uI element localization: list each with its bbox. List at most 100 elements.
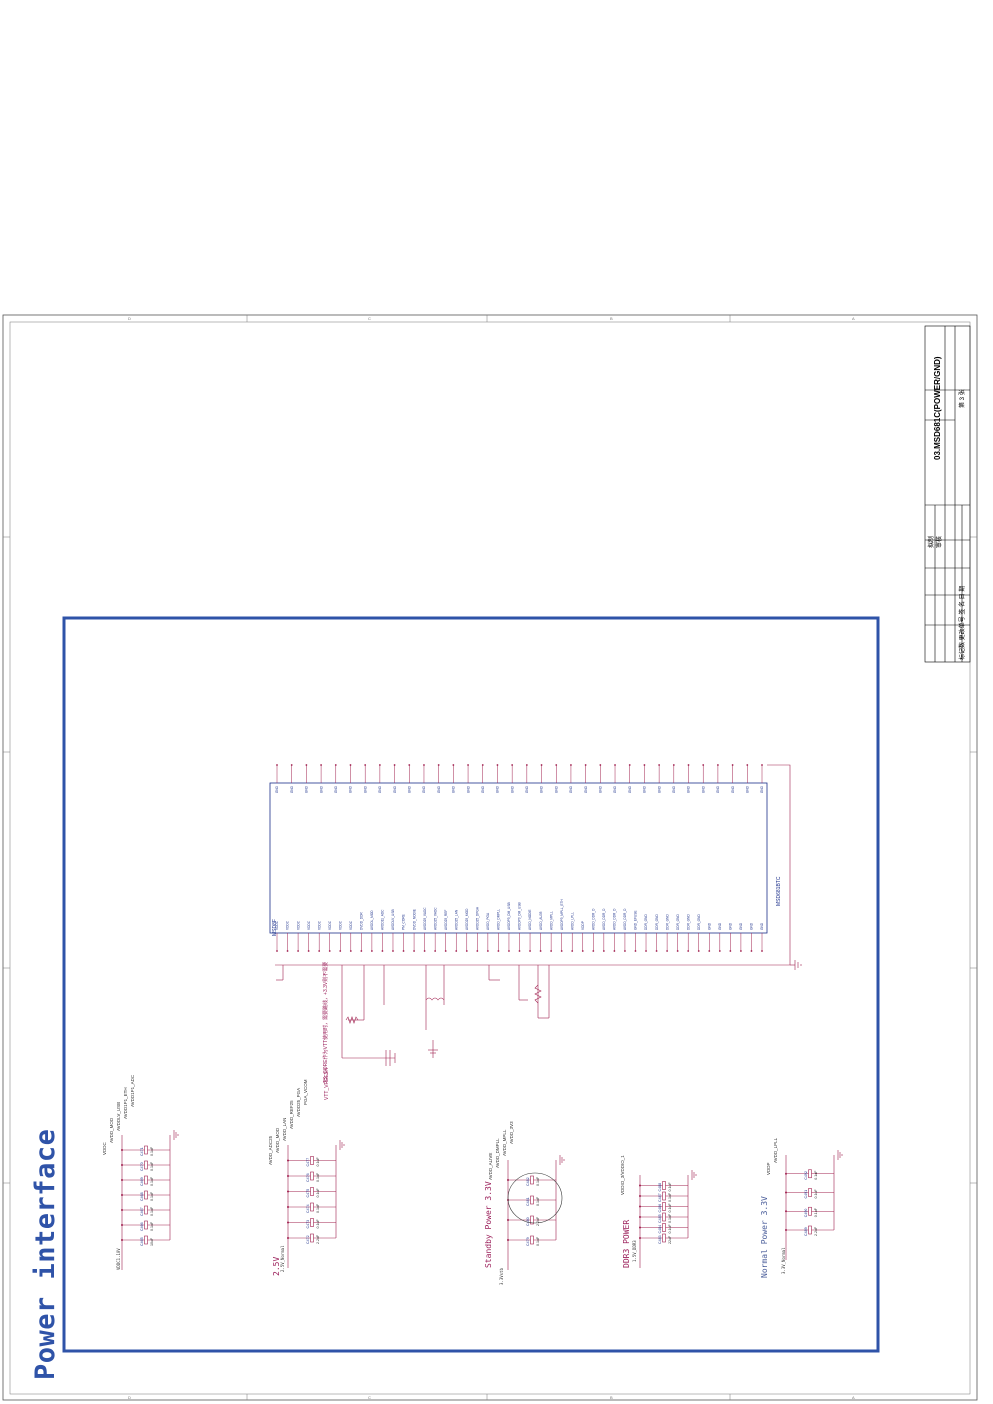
junction-dot	[639, 1237, 641, 1239]
ic-pin-dot	[592, 950, 595, 952]
junction-dot	[785, 1172, 787, 1175]
net-label: VDDC	[102, 1142, 107, 1155]
ic-pin-dot	[334, 764, 337, 766]
ic-pin-dot	[276, 764, 278, 766]
ic-pin-dot	[731, 764, 734, 766]
net-label: AVDD_MOD	[109, 1117, 114, 1143]
ic-pin-dot	[666, 950, 669, 952]
ic-pin-dot	[393, 764, 396, 766]
ic-pin-label: GND	[731, 785, 735, 793]
ic-pin-label: AVDDLV_USB	[391, 909, 395, 930]
net-label: AVDD_MPLL	[502, 1129, 507, 1156]
capacitor-symbol	[144, 1160, 148, 1170]
net-label: PGA_VCOM	[303, 1079, 308, 1105]
highlight-circle	[507, 1172, 563, 1224]
ic-pin-dot	[599, 764, 602, 766]
ic-pin-dot	[276, 950, 278, 952]
ic-pin-label: GND	[481, 785, 485, 793]
capacitor-ref: C477	[306, 1158, 310, 1167]
capacitor-ref: C486	[658, 1204, 662, 1213]
ic-pin-dot	[465, 950, 468, 952]
ic-pin-label: GND	[525, 785, 529, 793]
ic-pin-label: GND	[466, 785, 470, 793]
ic-pin-label: VDDC	[349, 920, 353, 930]
title-block-revision-header: 标记数 更改单号 签 名 日 期	[960, 585, 966, 660]
capacitor-ref: C471	[140, 1147, 144, 1156]
capacitor-value: 0.1uF	[668, 1192, 672, 1202]
main-frame	[62, 616, 880, 1353]
ic-pin-dot	[584, 764, 587, 766]
title-block-sheet-number: 第 3 张	[960, 389, 966, 408]
ic-pin-label: GND	[599, 785, 603, 793]
ic-pin-label: GND	[729, 922, 733, 930]
sheet-outer-border	[2, 314, 978, 1401]
capacitor-value: 0.1uF	[316, 1188, 320, 1198]
title-block	[924, 325, 971, 663]
ic-pin-dot	[761, 764, 763, 766]
capacitor-symbol	[808, 1206, 812, 1216]
ic-pin-dot	[297, 950, 299, 952]
capacitor-symbol	[310, 1187, 314, 1196]
ic-pin-label: GND	[334, 785, 338, 793]
zone-a-bottom: A	[852, 1395, 855, 1400]
junction-dot	[639, 1226, 641, 1229]
ic-pin-label: DDR_GND	[697, 914, 701, 930]
ic-pin-label: GND	[496, 785, 500, 793]
ic-pin-dot	[729, 950, 732, 952]
ic-pin-dot	[613, 950, 616, 952]
capacitor-value: 0.1uF	[536, 1236, 540, 1246]
capacitor-symbol	[662, 1181, 666, 1190]
ic-pin-dot	[560, 950, 563, 952]
ic-pin-dot	[687, 950, 690, 952]
capacitor-value: 22uF	[668, 1235, 672, 1244]
ic-pin-dot	[624, 950, 626, 952]
capacitor-symbol	[144, 1190, 148, 1200]
ic-pin-label: GND	[628, 785, 632, 793]
ic-pin-dot	[402, 950, 405, 952]
ic-body	[269, 782, 768, 934]
ic-pin-dot	[486, 950, 489, 952]
page-title: Power interface	[30, 1128, 61, 1380]
ic-pin-dot	[476, 950, 479, 952]
ic-pin-label: AVDD25_VADC	[433, 907, 437, 930]
ic-pin-label: GND	[613, 785, 617, 793]
ic-pin-dot	[634, 950, 637, 952]
capacitor-symbol	[662, 1202, 666, 1211]
ic-pin-label: AVDD25_DPGA	[476, 906, 480, 930]
junction-dot	[639, 1205, 641, 1208]
capacitor-ref: C470	[140, 1162, 144, 1171]
ic-pin-label: AVDD25_MOD	[465, 908, 469, 930]
capacitor-value: 0.1uF	[668, 1203, 672, 1213]
ic-pin-dot	[497, 950, 500, 952]
junction-dot	[121, 1239, 123, 1241]
capacitor-ref: C474	[306, 1204, 310, 1213]
border-ticks	[3, 315, 977, 1400]
ic-pin-dot	[702, 764, 705, 766]
ic-pin-label: GND	[739, 922, 743, 930]
net-label: AVDD_REF25	[289, 1100, 294, 1129]
capacitor-value: 0.1uF	[536, 1196, 540, 1206]
ic-pin-dot	[496, 764, 499, 766]
section-standby-title: Standby Power 3.3V	[484, 1181, 493, 1268]
ic-pin-label: VDDC	[328, 920, 332, 930]
ic-part-name: MSD681BTC	[776, 876, 782, 906]
ic-pin-label: GND	[716, 785, 720, 793]
section-2v5-input: 2.5V_Normal	[280, 1245, 285, 1273]
junction-dot	[507, 1179, 509, 1181]
section-ddr3-input: 1.5V_DDR3	[632, 1240, 637, 1262]
ic-pin-dot	[718, 950, 721, 952]
ic-pin-label: DDR_GND	[665, 914, 669, 930]
junction-dot	[287, 1206, 289, 1208]
capacitor-ref: C480	[526, 1217, 530, 1226]
ic-pin-label: AVDDL_MOD	[370, 910, 374, 930]
ic-pin-dot	[392, 950, 394, 952]
capacitor-symbol	[310, 1156, 314, 1165]
capacitor-value: 0.1uF	[150, 1176, 154, 1186]
ic-pin-label: GND_EFUSE	[634, 911, 638, 930]
zone-letters: D C B A D C B A	[128, 316, 855, 1400]
ic-pin-label: GND	[422, 785, 426, 793]
inductor-l458	[425, 997, 445, 1001]
junction-dot	[507, 1239, 509, 1241]
